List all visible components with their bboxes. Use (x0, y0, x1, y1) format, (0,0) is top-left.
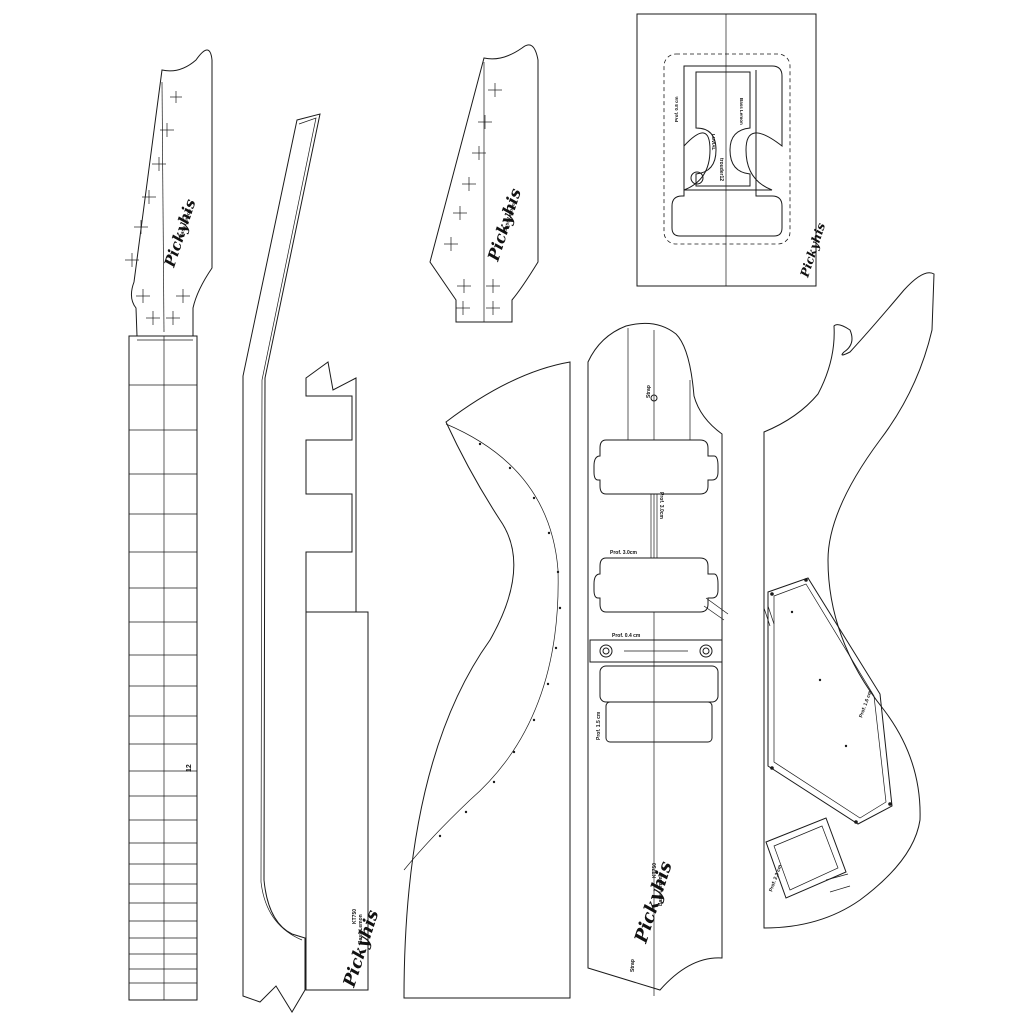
bottom-strap-tag: Strap (630, 959, 636, 972)
fretboard-outline (128, 335, 198, 1001)
control-cavity-depth: Prof. 1.5 cm (596, 711, 602, 740)
bridge-code-label: trouder12 (718, 158, 724, 181)
neck-pickup-depth: Prof. 3.0cm (658, 492, 664, 520)
headstock-template: Pickyhis Bass Lemon (429, 44, 539, 323)
fret-12-marker: 12 (186, 764, 193, 772)
fretboard-template: Pickyhis Bass Lemon 12 (125, 49, 213, 1001)
tuner-peg-marks (125, 91, 190, 325)
bridge-cavity-template: Prof. 0.8 cm trouder12 LUVIAL Bass Lemon… (636, 13, 828, 287)
strap-label: Strap (646, 385, 652, 398)
bridge-logo: Pickyhis (797, 221, 828, 280)
fret-lines (129, 384, 197, 984)
body-wing-left (403, 361, 571, 999)
bridge-depth-label: Prof. 0.8 cm (674, 96, 679, 122)
electronics-depth: Prof. 1.6 cm (858, 689, 874, 718)
neck-model-code: KT750 (352, 909, 358, 924)
neck-model-name: Bass Lemon (358, 914, 364, 944)
body-model-code: KT750 (652, 863, 658, 878)
body-model-name: Bass Lemon (658, 876, 664, 906)
bridge-plate-depth: Prof. 0.4 cm (612, 633, 641, 639)
neck-profile-template (242, 113, 321, 1013)
bridge-name-label: Bass Lemon (739, 98, 744, 125)
wing-drill-points (438, 442, 562, 838)
headstock-peg-marks (444, 83, 502, 315)
body-center: Strap Prof. 3.0cm Prof. 3.0cm Prof. 0.4 … (587, 322, 729, 996)
battery-depth: Prof. 2.3 cm (768, 863, 784, 892)
body-wing-right: Prof. 1.6 cm Prof. 2.3 cm (763, 272, 935, 929)
bridge-sub-label: LUVIAL (711, 134, 716, 151)
neck-heel-template: Pickyhis KT750 Bass Lemon (305, 361, 383, 991)
bridge-pickup-depth: Prof. 3.0cm (610, 550, 638, 556)
